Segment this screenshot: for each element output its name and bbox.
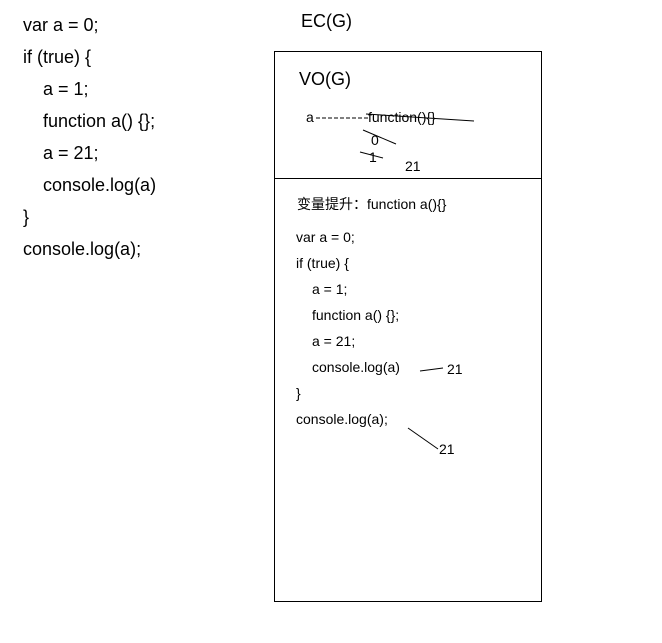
vo-var-name: a (306, 109, 314, 125)
hoist-label: 变量提升：function a(){} (297, 196, 447, 212)
vo-title: VO(G) (299, 69, 351, 89)
code-line-2: if (true) { (296, 255, 349, 271)
code-line-8: console.log(a); (296, 411, 388, 427)
zero-strike-line (362, 129, 397, 145)
left-code-line-6: console.log(a) (43, 175, 157, 195)
code-line-5: a = 21; (312, 333, 356, 349)
code-line-6: console.log(a) (312, 359, 400, 375)
ec-title: EC(G) (301, 11, 352, 31)
left-code-line-4: function a() {}; (43, 111, 156, 131)
left-code-line-1: var a = 0; (23, 15, 99, 35)
output-value-1: 21 (447, 361, 463, 377)
vo-fn-value: function(){} (368, 109, 436, 125)
output-arrow-2 (407, 427, 439, 450)
left-code-line-7: } (23, 207, 30, 227)
vo-value-1: 1 (369, 149, 377, 165)
vo-value-21: 21 (405, 158, 421, 174)
vo-divider (274, 178, 542, 179)
left-code-line-8: console.log(a); (23, 239, 142, 259)
execution-context-box (274, 51, 542, 602)
code-line-3: a = 1; (312, 281, 348, 297)
code-line-4: function a() {}; (312, 307, 400, 323)
code-line-7: } (296, 385, 301, 401)
output-value-2: 21 (439, 441, 455, 457)
left-code-line-5: a = 21; (43, 143, 99, 163)
one-strike-line (359, 151, 384, 159)
vo-value-0: 0 (371, 132, 379, 148)
output-arrow-1 (419, 367, 444, 372)
fn-strike-line (365, 113, 475, 122)
code-line-1: var a = 0; (296, 229, 355, 245)
left-code-line-3: a = 1; (43, 79, 89, 99)
left-code-line-2: if (true) { (23, 47, 92, 67)
